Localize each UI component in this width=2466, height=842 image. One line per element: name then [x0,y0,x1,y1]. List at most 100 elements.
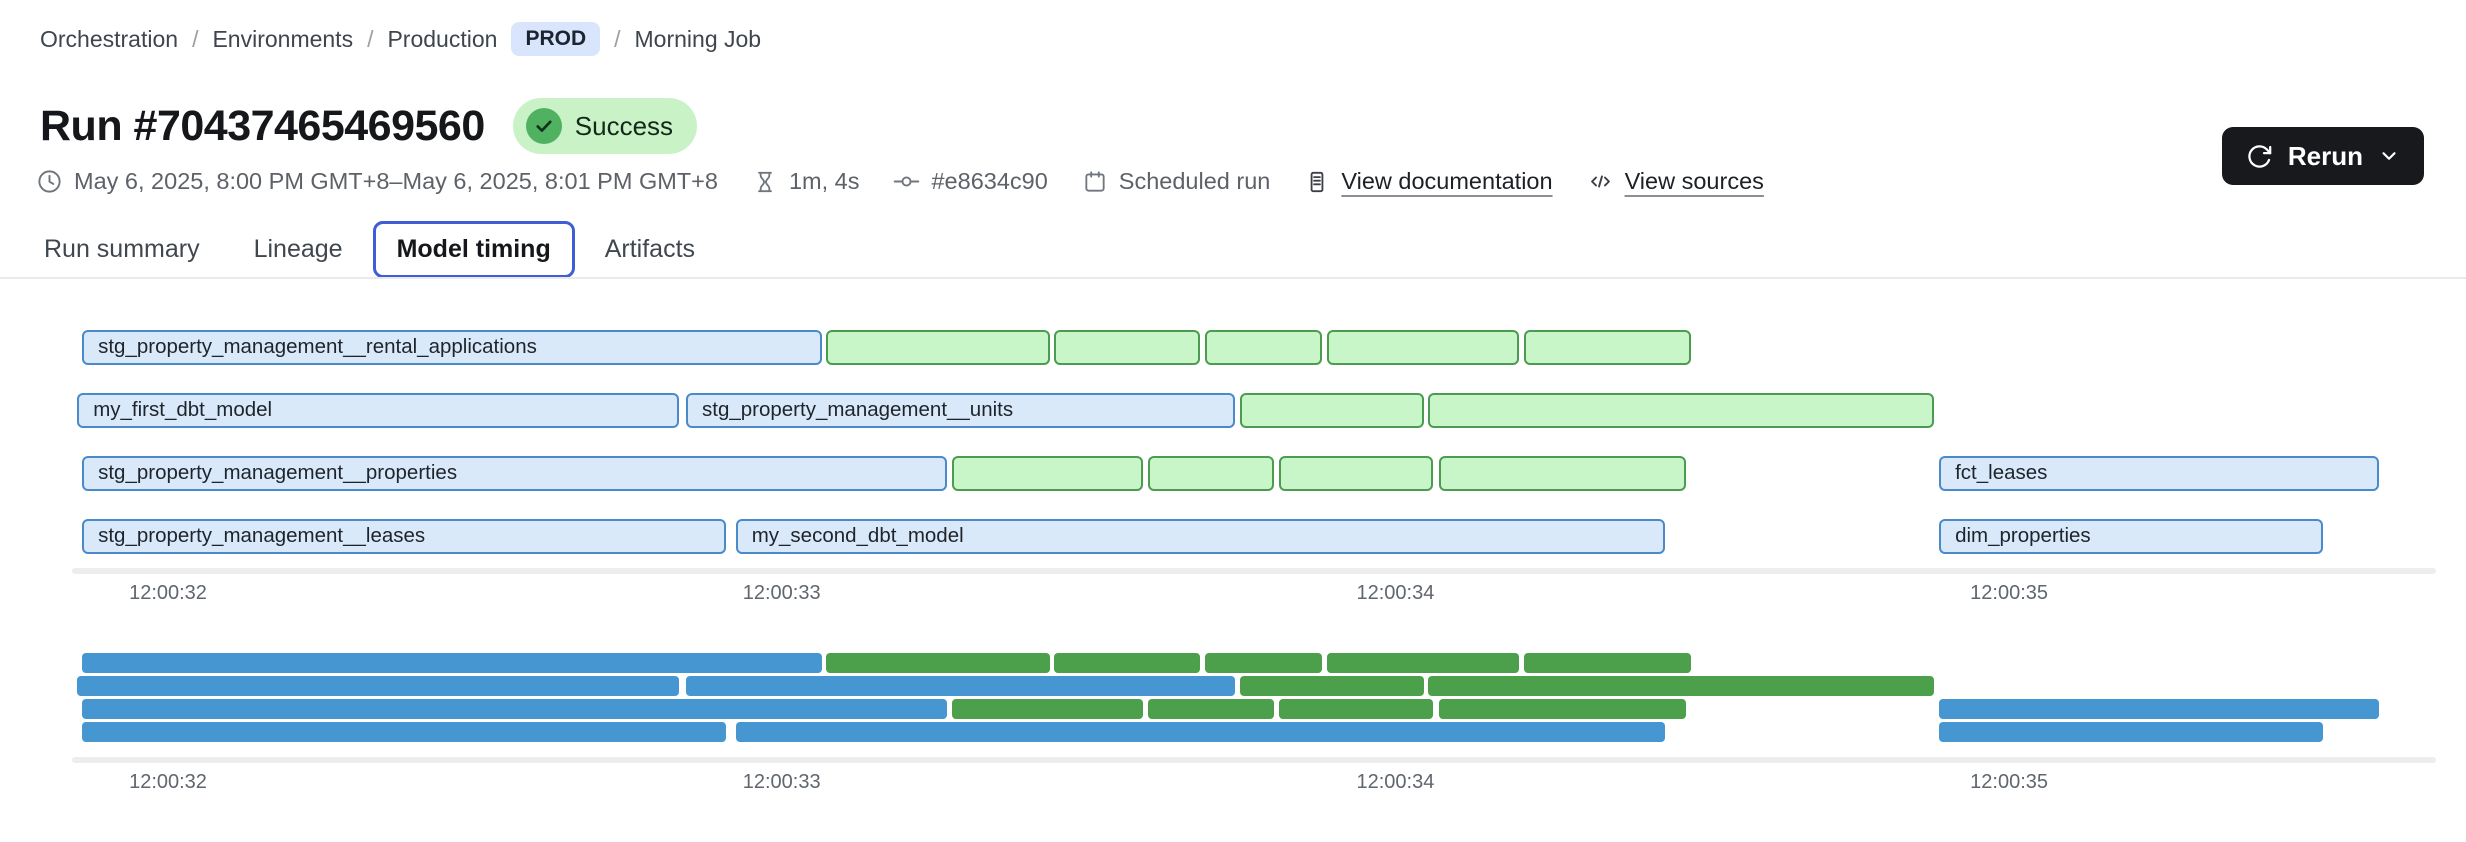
status-badge: Success [512,98,698,154]
model-bar-mini [1939,722,2323,742]
view-sources-link[interactable]: View sources [1587,168,1764,195]
test-bar-mini [1523,653,1691,673]
test-bar-mini [1327,653,1520,673]
hourglass-icon [758,171,772,192]
breadcrumb-production[interactable]: Production [387,25,498,52]
model-bar[interactable]: stg_property_management__properties [82,456,947,491]
breadcrumb-separator: / [367,25,374,52]
x-axis-tick-label: 12:00:34 [1356,582,1435,604]
x-axis-tick-label: 12:00:33 [742,582,821,604]
model-bar[interactable]: stg_property_management__leases [82,519,727,554]
run-time-range-text: May 6, 2025, 8:00 PM GMT+8–May 6, 2025, … [74,168,718,194]
model-bar[interactable]: dim_properties [1939,519,2323,554]
test-bar-mini [1239,676,1424,696]
test-bar-mini [1427,676,1935,696]
x-axis-tick-label: 12:00:32 [129,771,207,793]
test-bar-mini [1204,653,1323,673]
success-check-icon [525,108,562,144]
test-bar-mini [1054,653,1201,673]
view-documentation-link[interactable]: View documentation [1304,168,1553,195]
model-bar-mini [82,722,727,742]
test-bar[interactable] [1427,393,1935,428]
run-time-range: May 6, 2025, 8:00 PM GMT+8–May 6, 2025, … [36,168,718,195]
test-bar[interactable] [1327,330,1520,365]
breadcrumb-separator: / [192,25,199,52]
model-bar-mini [735,722,1666,742]
model-bar-label: fct_leases [1955,461,2048,484]
code-icon [1590,175,1610,188]
test-bar[interactable] [825,330,1051,365]
rerun-refresh-icon [2246,143,2273,170]
model-bar-mini [1939,699,2380,719]
git-commit-icon [894,176,920,187]
model-bar-label: my_second_dbt_model [751,524,964,547]
x-axis-track [72,568,2436,574]
breadcrumb: Orchestration / Environments / Productio… [40,22,761,56]
model-bar[interactable]: my_second_dbt_model [735,519,1666,554]
clock-icon [38,170,61,193]
model-timing-gantt-chart: stg_property_management__rental_applicat… [72,330,2436,615]
model-bar-label: my_first_dbt_model [93,398,273,421]
calendar-icon [1085,170,1105,192]
x-axis-tick-label: 12:00:34 [1356,771,1435,793]
title-row: Run #70437465469560 Success [40,98,698,154]
document-icon [1311,171,1324,192]
test-bar-mini [1439,699,1686,719]
x-axis-track [72,757,2436,763]
test-bar[interactable] [1439,456,1686,491]
rerun-button[interactable]: Rerun [2221,127,2424,185]
model-bar-mini [82,699,947,719]
model-timing-minimap[interactable]: 12:00:32 12:00:33 12:00:34 12:00:35 [72,653,2436,803]
run-commit: #e8634c90 [893,168,1048,195]
test-bar-mini [1148,699,1274,719]
x-axis-tick-label: 12:00:33 [742,771,821,793]
view-sources-label[interactable]: View sources [1624,168,1764,194]
run-meta-row: May 6, 2025, 8:00 PM GMT+8–May 6, 2025, … [36,168,1764,195]
model-bar-mini [82,653,823,673]
tab-run-summary[interactable]: Run summary [44,235,200,263]
model-bar-label: stg_property_management__properties [98,461,458,484]
test-bar[interactable] [1148,456,1274,491]
page-title: Run #70437465469560 [40,101,485,150]
rerun-chevron-down-icon[interactable] [2378,145,2400,167]
model-bar[interactable]: stg_property_management__rental_applicat… [82,330,823,365]
tab-bar: Run summary Lineage Model timing Artifac… [20,221,719,278]
model-bar-label: dim_properties [1955,524,2091,547]
model-bar[interactable]: stg_property_management__units [686,393,1235,428]
model-bar-mini [686,676,1235,696]
test-bar-mini [951,699,1144,719]
test-bar[interactable] [1054,330,1201,365]
model-bar-label: stg_property_management__rental_applicat… [98,335,537,358]
tab-bar-divider [0,277,2466,279]
breadcrumb-morning-job[interactable]: Morning Job [634,25,762,52]
test-bar[interactable] [1204,330,1323,365]
x-axis-tick-label: 12:00:35 [1970,582,2049,604]
model-bar[interactable]: fct_leases [1939,456,2380,491]
test-bar[interactable] [1523,330,1691,365]
test-bar[interactable] [1278,456,1433,491]
breadcrumb-orchestration[interactable]: Orchestration [40,25,179,52]
run-commit-text: #e8634c90 [931,168,1048,194]
x-axis-tick-label: 12:00:32 [129,582,207,604]
run-trigger-text: Scheduled run [1118,168,1271,194]
tab-lineage[interactable]: Lineage [253,235,343,263]
rerun-button-label: Rerun [2287,140,2363,171]
tab-artifacts[interactable]: Artifacts [604,235,696,263]
environment-badge: PROD [511,22,601,56]
model-bar-label: stg_property_management__leases [98,524,426,547]
run-duration: 1m, 4s [752,168,860,195]
breadcrumb-separator: / [614,25,621,52]
model-bar[interactable]: my_first_dbt_model [77,393,680,428]
test-bar[interactable] [951,456,1144,491]
model-bar-mini [77,676,680,696]
test-bar[interactable] [1239,393,1424,428]
tab-model-timing[interactable]: Model timing [372,221,575,278]
x-axis-tick-label: 12:00:35 [1970,771,2049,793]
breadcrumb-environments[interactable]: Environments [212,25,354,52]
run-duration-text: 1m, 4s [788,168,860,194]
test-bar-mini [825,653,1051,673]
view-documentation-label[interactable]: View documentation [1341,168,1553,194]
model-bar-label: stg_property_management__units [702,398,1014,421]
run-trigger: Scheduled run [1082,168,1271,195]
test-bar-mini [1278,699,1433,719]
